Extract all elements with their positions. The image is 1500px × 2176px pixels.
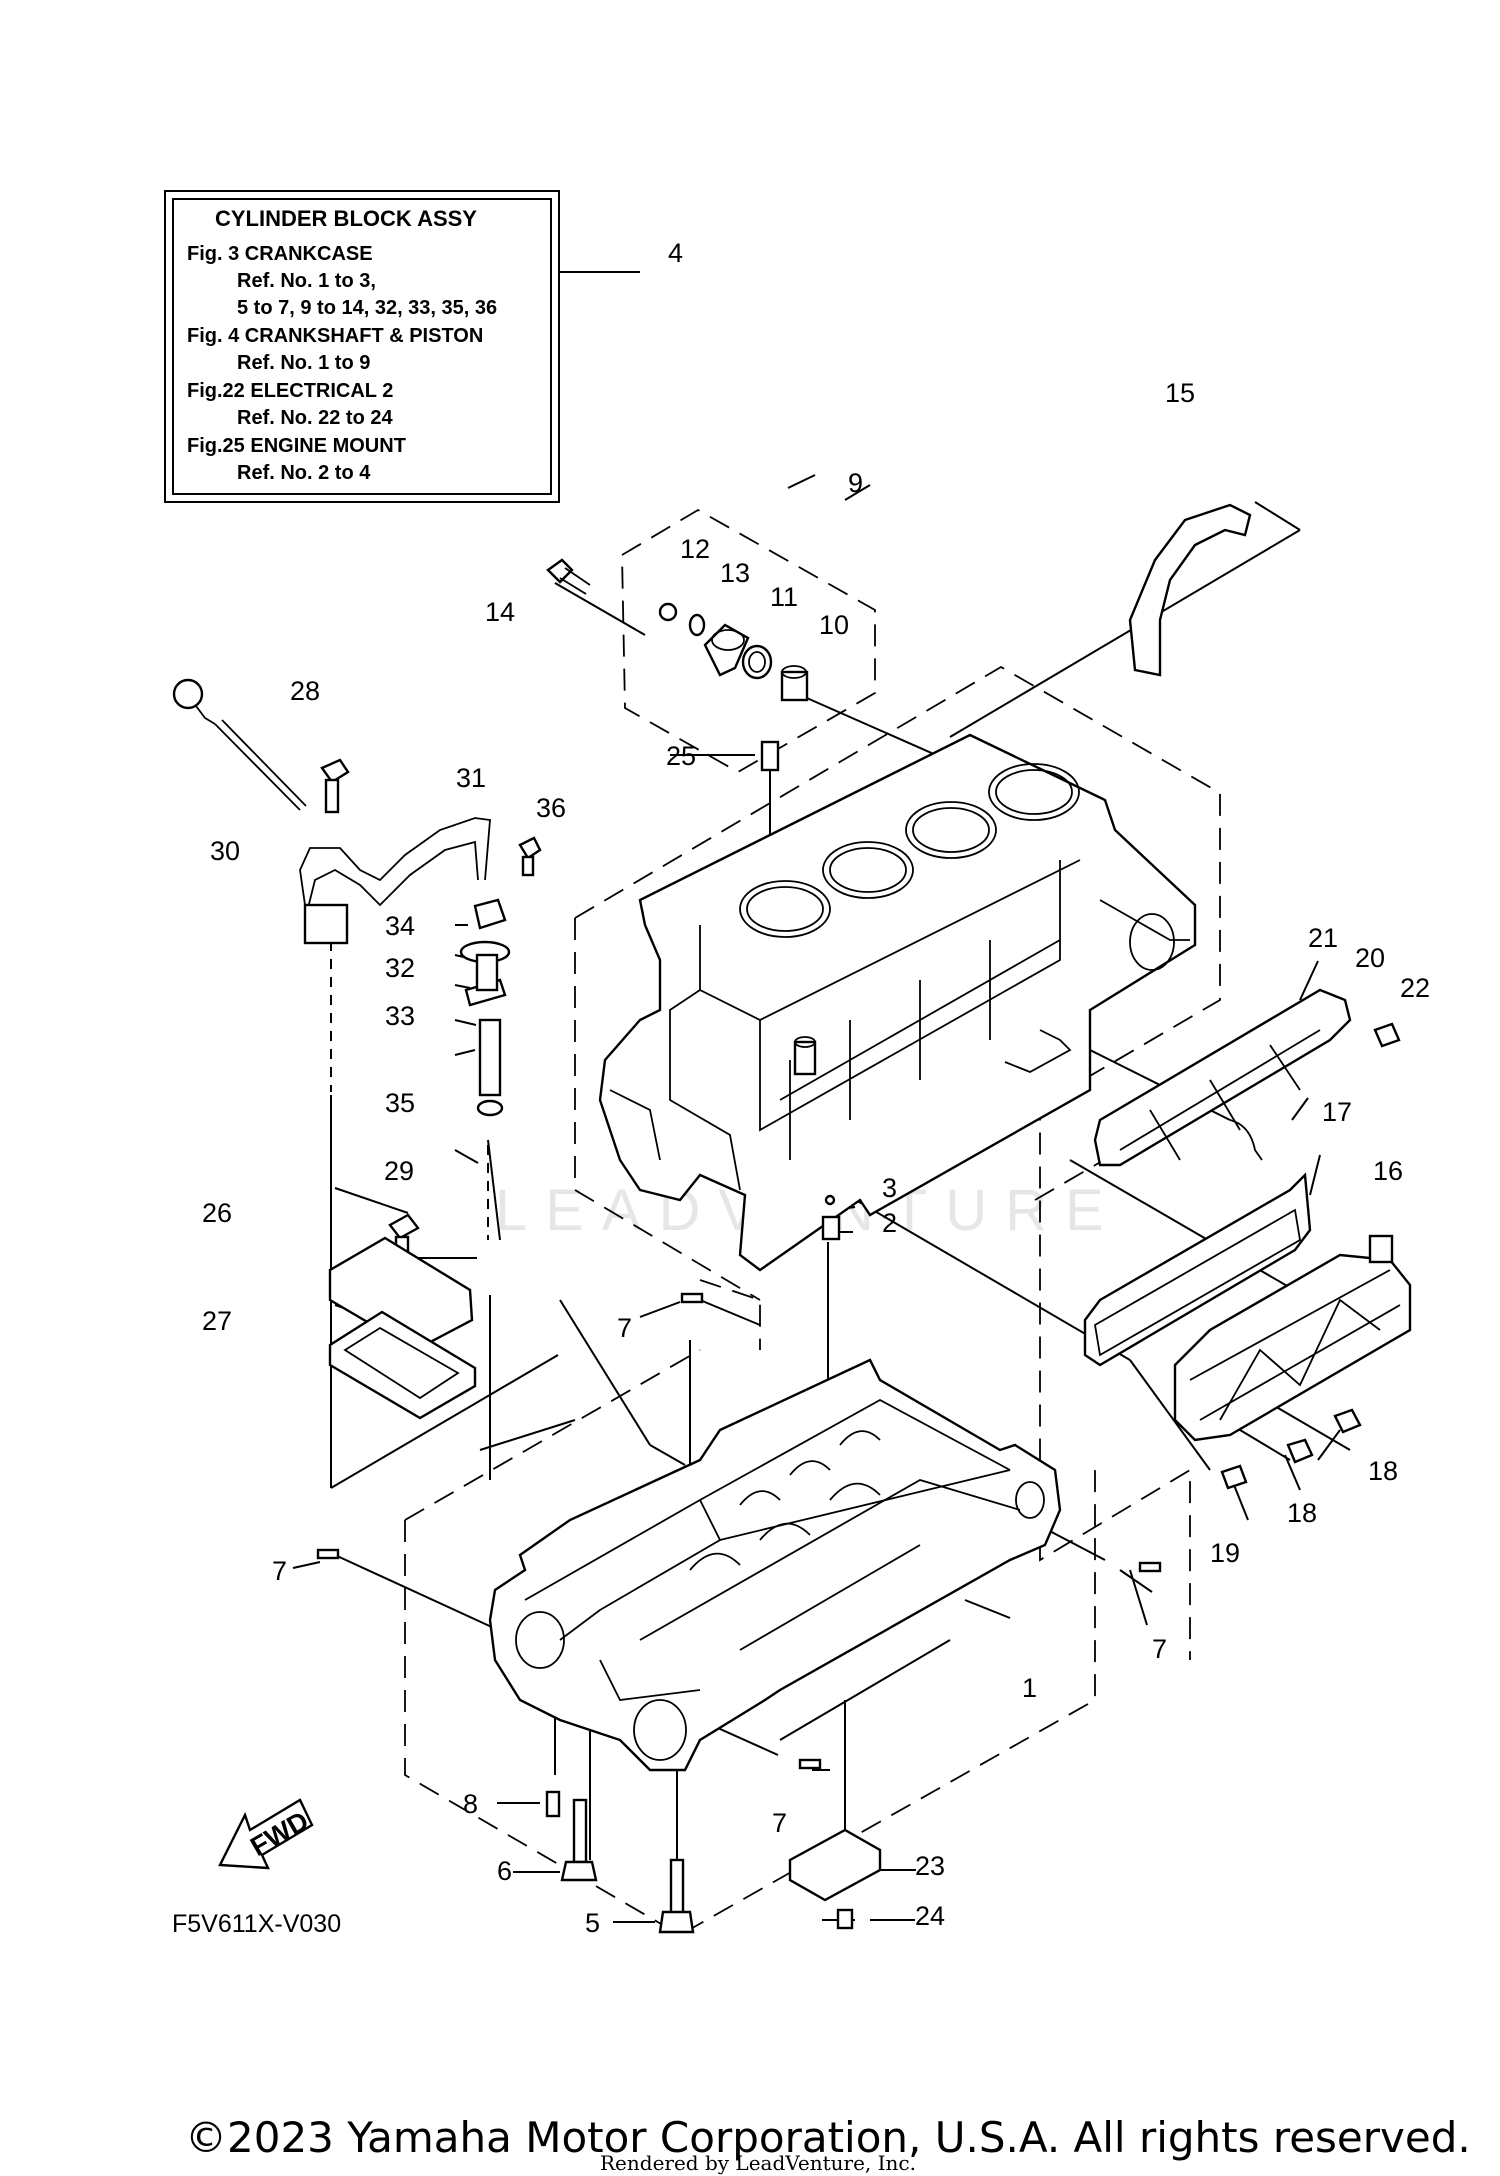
rendered-by-notice: Rendered by LeadVenture, Inc.: [600, 2151, 916, 2175]
callout-33: 33: [385, 1001, 415, 1031]
info-box-title: CYLINDER BLOCK ASSY: [215, 206, 477, 231]
callout-22: 22: [1400, 973, 1430, 1003]
callout-11: 11: [770, 582, 798, 612]
callout-25: 25: [666, 741, 696, 771]
callout-4: 4: [668, 238, 683, 268]
callout-17: 17: [1322, 1097, 1352, 1127]
info-box-line-7: Ref. No. 22 to 24: [237, 407, 393, 429]
callout-2: 2: [882, 1208, 897, 1238]
callout-6: 6: [497, 1856, 512, 1886]
callout-20: 20: [1355, 943, 1385, 973]
callout-18-right: 18: [1368, 1456, 1398, 1486]
side-cover-parts: [1083, 988, 1412, 1442]
callout-23: 23: [915, 1851, 945, 1881]
callout-14: 14: [485, 597, 515, 627]
callout-34: 34: [385, 911, 415, 941]
cylinder-block: [598, 733, 1197, 1272]
callout-19: 19: [1210, 1538, 1240, 1568]
callout-36: 36: [536, 793, 566, 823]
info-box: CYLINDER BLOCK ASSY Fig. 3 CRANKCASE Ref…: [164, 190, 560, 503]
crankcase: [488, 1358, 1062, 1772]
callout-12: 12: [680, 534, 710, 564]
info-box-line-3: 5 to 7, 9 to 14, 32, 33, 35, 36: [237, 297, 497, 319]
callout-15: 15: [1165, 378, 1195, 408]
fwd-arrow: FWD: [218, 1798, 314, 1870]
callout-10: 10: [819, 610, 849, 640]
callout-7-right: 7: [1152, 1634, 1167, 1664]
callout-13: 13: [720, 558, 750, 588]
callout-8: 8: [463, 1789, 478, 1819]
callout-31: 31: [456, 763, 486, 793]
callout-30: 30: [210, 836, 240, 866]
info-box-line-9: Ref. No. 2 to 4: [237, 462, 371, 484]
callout-7-top: 7: [617, 1313, 632, 1343]
diagram-code: F5V611X-V030: [172, 1910, 341, 1938]
callout-1: 1: [1022, 1673, 1037, 1703]
callout-21: 21: [1308, 923, 1338, 953]
callout-28: 28: [290, 676, 320, 706]
callout-5: 5: [585, 1908, 600, 1938]
callout-16: 16: [1373, 1156, 1403, 1186]
callout-7-left: 7: [272, 1556, 287, 1586]
info-box-line-6: Fig.22 ELECTRICAL 2: [187, 380, 393, 402]
callout-35: 35: [385, 1088, 415, 1118]
callout-7-bottom: 7: [772, 1808, 787, 1838]
info-box-line-5: Ref. No. 1 to 9: [237, 352, 370, 374]
info-box-line-1: Fig. 3 CRANKCASE: [187, 243, 373, 265]
info-box-line-2: Ref. No. 1 to 3,: [237, 270, 376, 292]
info-box-line-8: Fig.25 ENGINE MOUNT: [187, 435, 406, 457]
callout-29: 29: [384, 1156, 414, 1186]
callout-26: 26: [202, 1198, 232, 1228]
callout-24: 24: [915, 1901, 945, 1931]
small-parts: [172, 503, 1401, 1934]
info-box-line-4: Fig. 4 CRANKSHAFT & PISTON: [187, 325, 483, 347]
copyright-notice: ©2023 Yamaha Motor Corporation, U.S.A. A…: [185, 2113, 1471, 2162]
callout-9: 9: [848, 468, 863, 498]
callout-18-left: 18: [1287, 1498, 1317, 1528]
callout-32: 32: [385, 953, 415, 983]
callout-3: 3: [882, 1173, 897, 1203]
callout-labels: 1 2 3 4 5 6 7 7 7 7 8 9 10 11 12 13 14 1…: [202, 238, 1430, 1938]
callout-27: 27: [202, 1306, 232, 1336]
